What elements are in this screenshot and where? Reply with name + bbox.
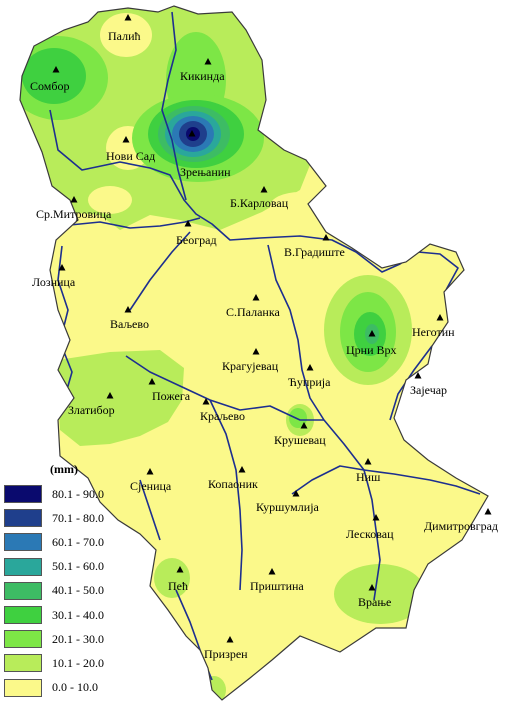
city-label: Копаоник — [208, 477, 258, 491]
legend-label: 50.1 - 60.0 — [52, 559, 104, 574]
legend-row: 80.1 - 90.0 — [4, 482, 144, 506]
city-label: Сомбор — [30, 79, 69, 93]
city-label: Црни Врх — [346, 343, 397, 357]
city-label: Пожега — [152, 389, 191, 403]
city-marker — [124, 306, 132, 313]
legend-label: 40.1 - 50.0 — [52, 583, 104, 598]
city-label: Златибор — [68, 403, 115, 417]
city-label: Ваљево — [110, 317, 149, 331]
city-marker — [322, 234, 330, 241]
city-label: В.Градиште — [284, 245, 345, 259]
legend-swatch — [4, 485, 42, 504]
city-label: Лесковац — [346, 527, 394, 541]
legend: (mm) 80.1 - 90.0 70.1 - 80.0 60.1 - 70.0 50… — [4, 462, 144, 700]
legend-label: 30.1 - 40.0 — [52, 607, 104, 622]
city-label: Краљево — [200, 409, 245, 423]
city-label: Палић — [108, 29, 141, 43]
legend-label: 0.0 - 10.0 — [52, 680, 98, 695]
city-marker — [292, 490, 300, 497]
city-label: Приштина — [250, 579, 304, 593]
legend-row: 30.1 - 40.0 — [4, 603, 144, 627]
city-marker — [252, 348, 260, 355]
city-marker — [122, 136, 130, 143]
legend-row: 10.1 - 20.0 — [4, 651, 144, 675]
city-marker — [268, 568, 276, 575]
city-marker — [484, 508, 492, 515]
city-marker — [188, 130, 196, 137]
city-label: Призрен — [204, 647, 248, 661]
city-marker — [300, 422, 308, 429]
city-marker — [260, 186, 268, 193]
city-marker — [58, 264, 66, 271]
city-marker — [124, 14, 132, 21]
city-marker — [148, 378, 156, 385]
city-label: Зрењанин — [180, 165, 231, 179]
city-label: Неготин — [412, 325, 455, 339]
city-label: Ћуприја — [288, 375, 331, 389]
legend-label: 60.1 - 70.0 — [52, 534, 104, 549]
city-label: Кикинда — [180, 69, 225, 83]
legend-swatch — [4, 606, 42, 625]
legend-title: (mm) — [50, 462, 78, 476]
city-label: Београд — [176, 233, 217, 247]
legend-swatch — [4, 581, 42, 600]
city-marker — [202, 398, 210, 405]
legend-row: 40.1 - 50.0 — [4, 579, 144, 603]
legend-label: 70.1 - 80.0 — [52, 510, 104, 525]
legend-swatch — [4, 654, 42, 673]
city-marker — [146, 468, 154, 475]
city-marker — [368, 330, 376, 337]
legend-row: 60.1 - 70.0 — [4, 530, 144, 554]
legend-label: 20.1 - 30.0 — [52, 631, 104, 646]
legend-swatch — [4, 557, 42, 576]
legend-row: 0.0 - 10.0 — [4, 676, 144, 700]
city-marker — [184, 220, 192, 227]
city-marker — [176, 566, 184, 573]
city-marker — [364, 458, 372, 465]
city-marker — [372, 514, 380, 521]
city-marker — [226, 636, 234, 643]
city-marker — [52, 66, 60, 73]
city-label: Пећ — [168, 579, 188, 593]
city-label: Ср.Митровица — [36, 207, 112, 221]
legend-label: 10.1 - 20.0 — [52, 655, 104, 670]
city-marker — [106, 392, 114, 399]
legend-row: 20.1 - 30.0 — [4, 627, 144, 651]
city-marker — [306, 364, 314, 371]
city-label: Ниш — [356, 470, 381, 484]
legend-row: 70.1 - 80.0 — [4, 506, 144, 530]
city-marker — [238, 466, 246, 473]
legend-swatch — [4, 630, 42, 649]
city-label: Зајечар — [410, 383, 447, 397]
city-marker — [70, 196, 78, 203]
city-label: Куршумлија — [256, 500, 320, 514]
city-label: С.Паланка — [226, 305, 280, 319]
city-label: Крагујевац — [222, 359, 279, 373]
legend-swatch — [4, 678, 42, 697]
city-label: Б.Карловац — [230, 196, 289, 210]
city-label: Димитровград — [424, 519, 498, 533]
legend-swatch — [4, 533, 42, 552]
city-label: Лозница — [32, 275, 76, 289]
city-marker — [252, 294, 260, 301]
city-marker — [368, 584, 376, 591]
city-marker — [436, 314, 444, 321]
legend-swatch — [4, 509, 42, 528]
city-label: Врање — [358, 595, 391, 609]
city-label: Крушевац — [274, 433, 326, 447]
city-marker — [414, 372, 422, 379]
city-label: Нови Сад — [106, 149, 155, 163]
legend-label: 80.1 - 90.0 — [52, 486, 104, 501]
legend-row: 50.1 - 60.0 — [4, 555, 144, 579]
city-marker — [204, 58, 212, 65]
city-label: Сјеница — [130, 479, 172, 493]
